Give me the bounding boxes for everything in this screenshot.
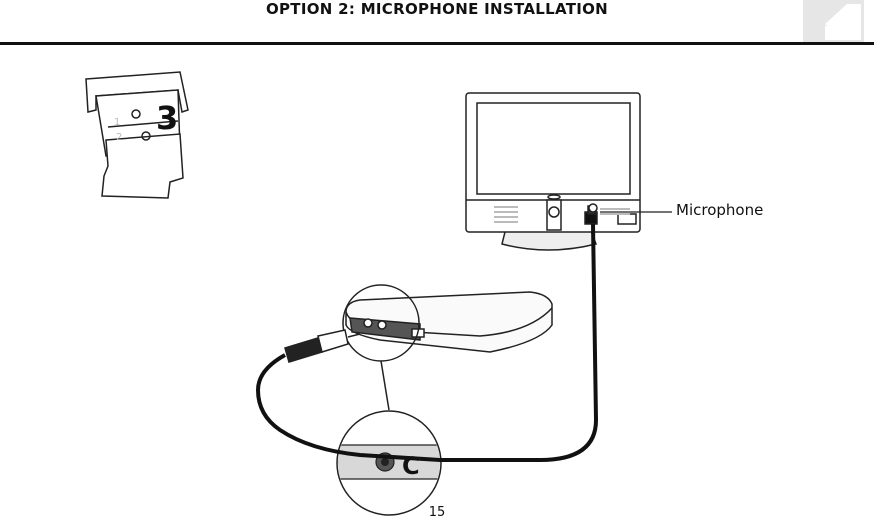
port-zoom-detail bbox=[330, 411, 450, 515]
audio-plug bbox=[285, 330, 360, 362]
console-box bbox=[346, 292, 552, 352]
tv-monitor bbox=[466, 93, 640, 250]
magnifier-connector bbox=[381, 361, 389, 410]
step-small-1: 1 bbox=[114, 117, 120, 128]
microphone-label: Microphone bbox=[676, 201, 763, 219]
step-small-2: 2 bbox=[116, 132, 122, 143]
page-number: 15 bbox=[0, 505, 874, 520]
step-number: 3 bbox=[156, 99, 178, 137]
